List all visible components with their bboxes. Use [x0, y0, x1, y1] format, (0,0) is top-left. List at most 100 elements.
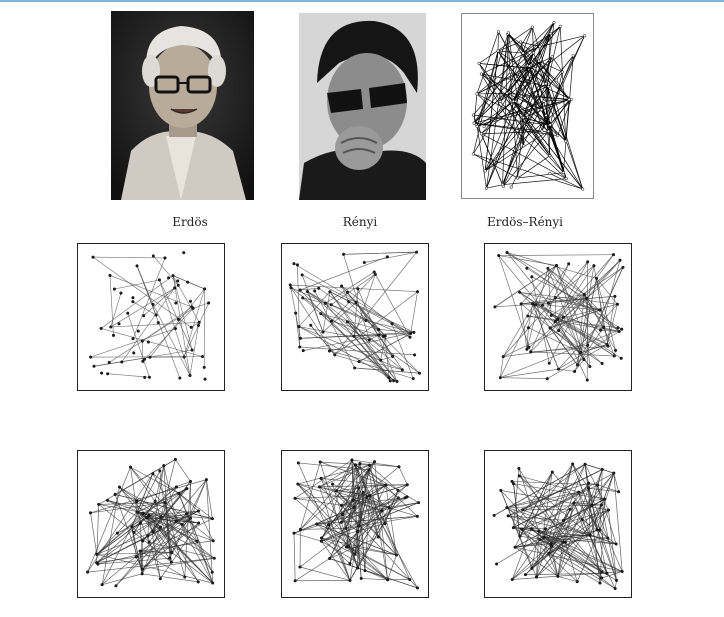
graph-node [319, 539, 323, 543]
graph-edge [329, 350, 403, 371]
graph-edge [513, 483, 521, 537]
graph-node [114, 584, 118, 588]
graph-edge [558, 303, 618, 370]
graph-node [533, 303, 538, 307]
graph-edge [511, 481, 603, 573]
graph-node [544, 113, 548, 117]
graph-node [141, 539, 145, 543]
graph-node [174, 519, 178, 523]
graph-node [549, 541, 553, 546]
graph-node [525, 347, 529, 351]
graph-node [363, 569, 367, 573]
graph-node [211, 539, 215, 543]
graph-node [530, 566, 534, 570]
graph-node [556, 317, 560, 322]
graph-edge [496, 498, 605, 565]
graph-node [527, 64, 531, 68]
graph-edge [142, 513, 172, 563]
graph-edge [152, 304, 191, 376]
graph-node [315, 522, 319, 526]
graph-edge [96, 531, 154, 555]
graph-edge [163, 465, 177, 522]
graph-edge [506, 252, 587, 299]
graph-edge [149, 288, 205, 358]
graph-node [612, 471, 616, 475]
graph-edge [353, 335, 394, 382]
graph-node [174, 485, 179, 489]
graph-edge [530, 263, 570, 353]
graph-edge [538, 60, 567, 142]
graph-edge [476, 25, 561, 95]
graph-edge [192, 302, 209, 309]
graph-node [141, 359, 145, 363]
graph-node [506, 31, 511, 35]
graph-node [140, 339, 144, 343]
graph-node [86, 570, 90, 574]
graph-node [505, 506, 509, 510]
graph-edge [298, 462, 351, 581]
random-graph-svg [288, 250, 422, 383]
graph-edge [171, 479, 207, 553]
graph-edge [358, 496, 368, 527]
graph-node [592, 264, 596, 268]
graph-edge [298, 462, 370, 471]
graph-node [586, 260, 590, 264]
graph-edge [596, 472, 615, 531]
graph-edge [384, 523, 411, 580]
graph-edge [391, 323, 414, 379]
graph-edge [555, 71, 563, 81]
graph-node [556, 367, 561, 371]
graph-node [146, 534, 150, 538]
graph-node [573, 369, 577, 374]
graph-node [602, 325, 606, 329]
graph-edge [549, 309, 601, 329]
graph-edge [613, 472, 623, 572]
graph-edge [136, 511, 183, 525]
graph-node [292, 262, 296, 266]
graph-edge [329, 484, 408, 559]
graph-edge [481, 73, 525, 147]
graph-edge [181, 517, 191, 525]
graph-node [579, 350, 583, 355]
graph-node [513, 545, 517, 549]
graph-node [138, 521, 142, 525]
graph-edge [551, 545, 603, 579]
graph-edge [295, 312, 301, 348]
graph-node [546, 266, 550, 270]
graph-node [523, 573, 528, 577]
graph-edge [548, 99, 570, 132]
graph-edge [557, 259, 621, 320]
graph-edge [143, 287, 176, 317]
graph-edge [142, 557, 215, 570]
graph-edge [359, 463, 400, 468]
graph-node [143, 375, 147, 379]
graph-edge [121, 287, 176, 363]
graph-node [212, 556, 216, 560]
graph-node [344, 526, 348, 530]
graph-node [525, 266, 529, 270]
graph-edge [314, 290, 355, 369]
graph-edge [369, 484, 387, 496]
graph-node [353, 463, 357, 467]
graph-edge [294, 495, 371, 499]
graph-node [581, 187, 585, 191]
graph-node [384, 483, 388, 487]
graph-edge [511, 481, 599, 486]
graph-node [147, 540, 151, 544]
graph-node [117, 485, 121, 489]
graph-node [471, 113, 475, 117]
graph-edge [299, 484, 408, 568]
graph-node [151, 472, 155, 476]
graph-edge [573, 498, 605, 504]
graph-node [301, 349, 305, 353]
graph-edge [511, 471, 553, 580]
graph-edge [341, 285, 411, 338]
graph-node [163, 501, 167, 505]
graph-edge [551, 471, 609, 539]
graph-node [176, 279, 180, 283]
graph-node [357, 486, 361, 490]
graph-edge [580, 344, 608, 353]
graph-edge [541, 35, 585, 132]
graph-node [131, 337, 135, 341]
graph-edge [547, 267, 582, 353]
